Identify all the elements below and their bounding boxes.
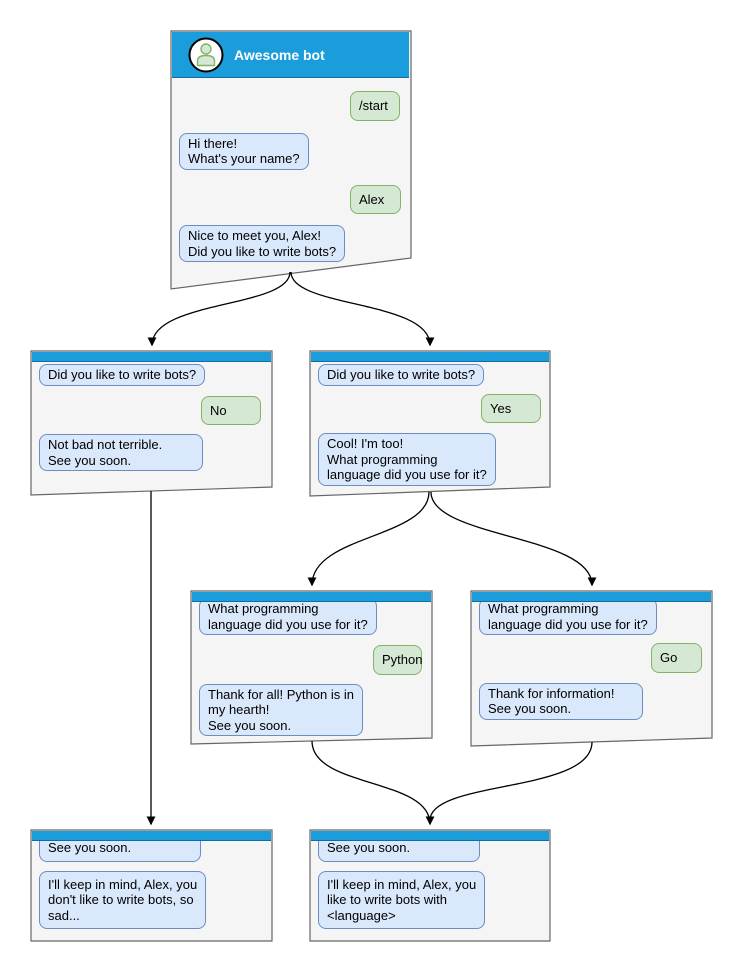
bot-message-bubble: What programming language did you use fo…: [199, 598, 377, 635]
chat-window-titlebar: [32, 831, 271, 841]
chat-messages: Did you like to write bots? No Not bad n…: [31, 362, 272, 471]
connector-go-to-end: [429, 741, 593, 821]
chat-messages: Did you like to write bots? Yes Cool! I'…: [310, 362, 550, 486]
chat-window-titlebar: Awesome bot: [172, 32, 409, 78]
user-message-bubble: No: [201, 395, 261, 425]
connector-python-to-end: [311, 740, 435, 826]
bot-message-bubble: I'll keep in mind, Alex, you don't like …: [39, 870, 207, 929]
user-message-bubble: Yes: [481, 393, 541, 423]
user-message-bubble: Python: [373, 645, 422, 675]
bot-message-bubble: Not bad not terrible. See you soon.: [39, 434, 203, 471]
chat-window-end-no: See you soon. I'll keep in mind, Alex, y…: [31, 830, 272, 941]
chat-window-titlebar: [311, 831, 549, 841]
connectors: [146, 271, 597, 826]
chat-messages: See you soon. I'll keep in mind, Alex, y…: [310, 834, 550, 929]
chat-window-start: Awesome bot /start Hi there! What's your…: [171, 31, 411, 289]
bot-message-bubble: Thank for information! See you soon.: [479, 682, 643, 720]
chat-window-titlebar: [311, 352, 549, 362]
chat-messages: What programming language did you use fo…: [191, 598, 432, 736]
chat-messages: See you soon. I'll keep in mind, Alex, y…: [31, 834, 272, 929]
chat-messages: What programming language did you use fo…: [471, 598, 712, 720]
connector-start-to-no: [147, 271, 291, 347]
user-message-bubble: /start: [350, 91, 400, 121]
chat-window-branch-no: Did you like to write bots? No Not bad n…: [31, 351, 272, 487]
chat-window-go: What programming language did you use fo…: [471, 591, 712, 738]
bot-message-bubble: Thank for all! Python is in my hearth! S…: [199, 683, 363, 736]
chat-window-titlebar: [472, 592, 711, 602]
bot-message-bubble: Nice to meet you, Alex! Did you like to …: [179, 225, 346, 262]
chat-window-titlebar: [32, 352, 271, 362]
bot-message-bubble: What programming language did you use fo…: [479, 598, 657, 635]
connector-start-to-yes: [290, 271, 435, 347]
bot-message-bubble: Did you like to write bots?: [39, 364, 206, 386]
bot-message-bubble: Did you like to write bots?: [318, 364, 485, 386]
connector-yes-to-python: [307, 491, 430, 587]
user-message-bubble: Alex: [350, 184, 401, 214]
chat-window-branch-yes: Did you like to write bots? Yes Cool! I'…: [310, 351, 550, 487]
chat-window-titlebar: [192, 592, 431, 602]
chat-messages: /start Hi there! What's your name? Alex …: [171, 78, 411, 262]
bot-message-bubble: Cool! I'm too! What programming language…: [318, 433, 496, 486]
connector-yes-to-go: [430, 491, 597, 587]
chat-window-title: Awesome bot: [234, 46, 325, 63]
bot-message-bubble: Hi there! What's your name?: [179, 132, 309, 170]
chat-window-end-yes: See you soon. I'll keep in mind, Alex, y…: [310, 830, 550, 941]
bot-avatar-icon: [188, 37, 224, 73]
bot-message-bubble: I'll keep in mind, Alex, you like to wri…: [318, 870, 486, 929]
chat-window-python: What programming language did you use fo…: [191, 591, 432, 738]
user-message-bubble: Go: [651, 643, 702, 673]
